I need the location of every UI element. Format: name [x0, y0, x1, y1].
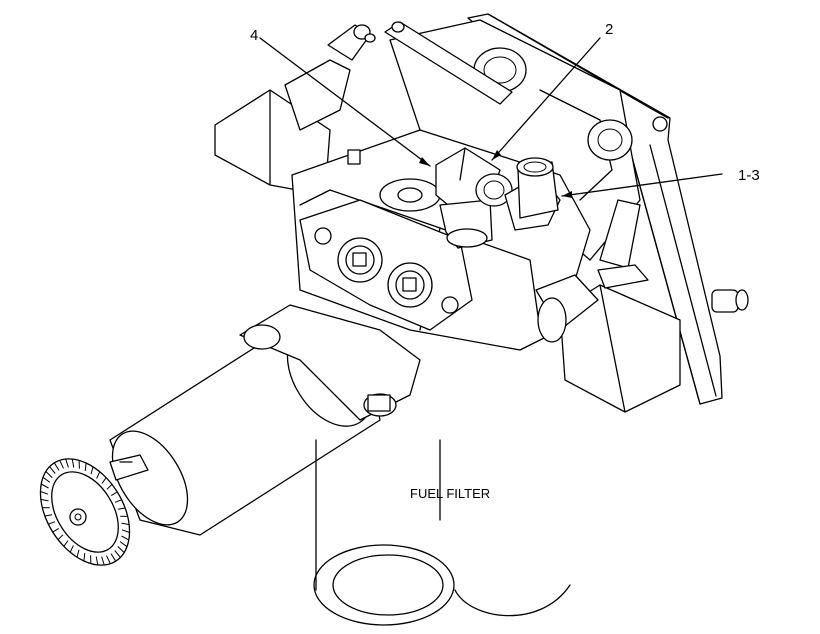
knurl-tick — [101, 556, 105, 566]
knurl-tick — [111, 491, 118, 497]
knurl-tick — [65, 458, 69, 468]
knurl-tick — [69, 545, 74, 553]
outlet-block — [535, 199, 681, 413]
leader-line-1-3 — [561, 173, 723, 197]
leader-lines — [259, 37, 723, 198]
connector-fitting — [504, 157, 561, 231]
left-bracket — [214, 24, 376, 196]
callout-label-4: 4 — [250, 27, 258, 44]
knurl-tick — [59, 460, 64, 469]
elbow-fitting — [435, 147, 513, 249]
knurl-tick — [119, 541, 128, 548]
knurled-knob — [40, 458, 130, 566]
knurl-tick — [101, 477, 107, 484]
knurl-tick — [83, 552, 86, 562]
knurl-tick — [96, 471, 101, 479]
knurl-tick — [40, 491, 49, 495]
arrowhead-4 — [419, 157, 430, 166]
leader-line-4 — [259, 37, 431, 167]
knurl-tick — [45, 471, 53, 478]
arrowhead-1-3 — [562, 191, 572, 198]
knurl-tick — [121, 535, 130, 541]
fuel-filter-caption: FUEL FILTER — [410, 486, 490, 501]
filter-element — [313, 439, 571, 626]
knurl-tick — [44, 514, 53, 517]
knurl-tick — [48, 521, 56, 525]
knurl-tick — [40, 498, 49, 502]
knurl-tick — [40, 483, 49, 489]
pump-body — [389, 19, 641, 261]
knurl-tick — [117, 507, 126, 510]
knurl-tick — [121, 529, 130, 533]
knurl-tick — [52, 527, 59, 533]
knurl-tick — [121, 522, 130, 526]
knurl-tick — [84, 462, 87, 472]
top-fuel-tube — [384, 21, 513, 105]
knurl-tick — [76, 549, 80, 558]
callout-label-2: 2 — [605, 21, 613, 38]
knurl-tick — [49, 466, 56, 474]
callout-label-1-3: 1-3 — [738, 167, 760, 184]
knurl-tick — [53, 462, 60, 471]
knurl-tick — [63, 540, 69, 547]
knurl-tick — [114, 550, 121, 558]
knurl-tick — [114, 499, 122, 503]
knurl-tick — [57, 534, 64, 540]
mounting-bracket — [467, 13, 749, 405]
arrowhead-2 — [492, 150, 501, 160]
leader-line-2 — [491, 37, 601, 161]
knurl-tick — [106, 555, 111, 564]
knurl-tick — [106, 484, 113, 490]
knurl-tick — [42, 476, 51, 483]
knurl-tick — [71, 458, 75, 468]
filter-canister — [39, 304, 421, 566]
knurl-tick — [117, 546, 125, 553]
knurl-tick — [95, 556, 99, 566]
knurl-tick — [90, 466, 94, 475]
knurl-tick — [110, 553, 117, 562]
